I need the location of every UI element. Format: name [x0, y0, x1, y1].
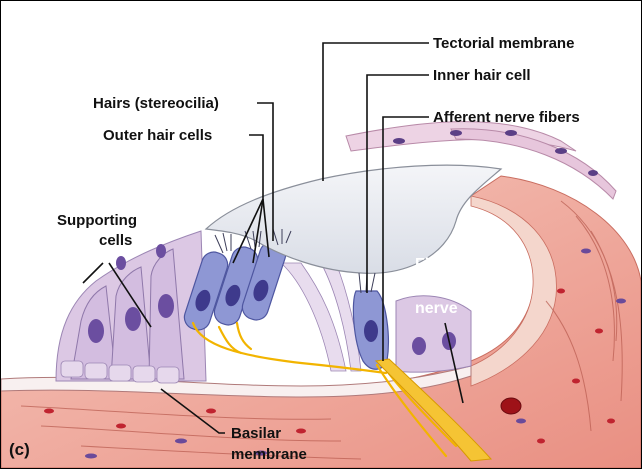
label-afferent-nerve-fibers: Afferent nerve fibers [433, 109, 580, 126]
label-fibers-cochlear-line1: Fibers of [415, 256, 483, 273]
label-supporting-cells-line2: cells [99, 232, 132, 249]
supporting-cells [56, 231, 206, 383]
label-outer-hair-cells: Outer hair cells [103, 127, 212, 144]
label-fibers-cochlear-line3: nerve [415, 300, 458, 317]
label-hairs-stereocilia: Hairs (stereocilia) [93, 95, 219, 112]
label-basilar-line1: Basilar [231, 425, 281, 442]
label-tectorial-membrane: Tectorial membrane [433, 35, 574, 52]
label-supporting-cells-line1: Supporting [57, 212, 137, 229]
panel-letter: (c) [9, 440, 30, 459]
label-basilar-line2: membrane [231, 446, 307, 463]
label-fibers-cochlear-line2: cochlear [415, 278, 481, 295]
label-inner-hair-cell: Inner hair cell [433, 67, 531, 84]
